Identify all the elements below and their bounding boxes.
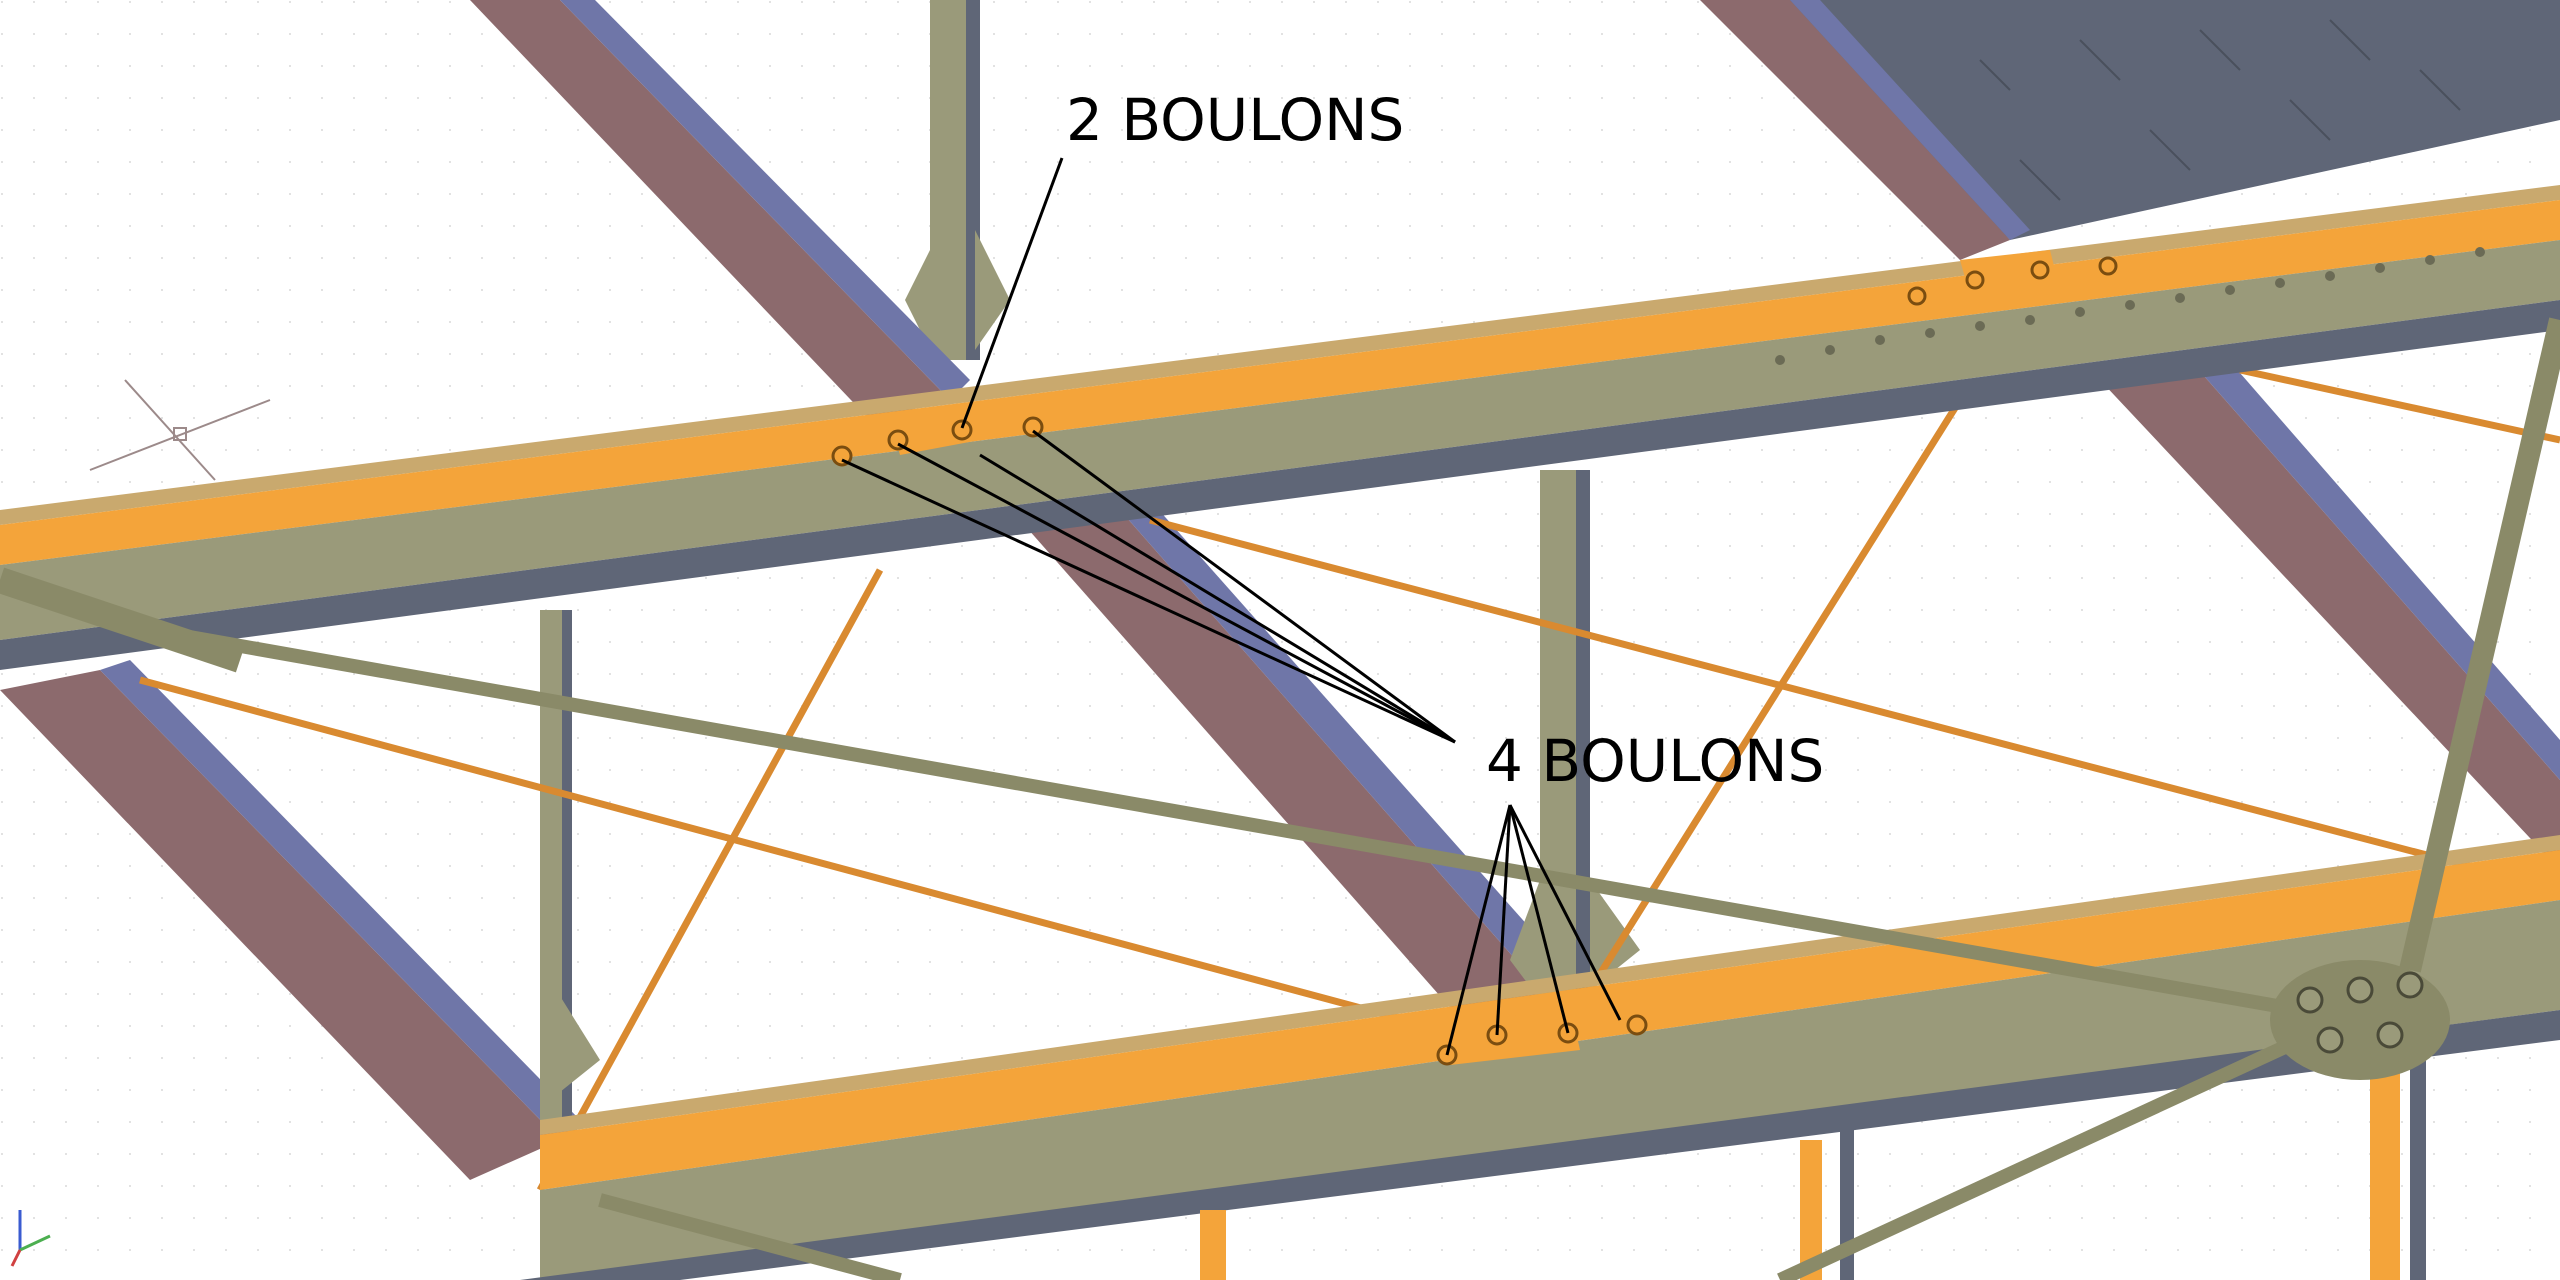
- crosshair-cursor-icon: [89, 379, 271, 481]
- leader-lines-2-boulons: [960, 157, 1064, 429]
- upper-column: [905, 0, 1010, 360]
- tie-rods: [0, 317, 2560, 1280]
- diagonal-rafters: [0, 0, 2560, 1180]
- label-4-boulons: 4 BOULONS: [1486, 727, 1824, 795]
- label-2-boulons: 2 BOULONS: [1066, 86, 1404, 154]
- bracing-rods: [139, 366, 2560, 1192]
- leader-lines-4-boulons: [841, 429, 1622, 1056]
- upper-right-connection-plate: [1907, 250, 2118, 306]
- left-column: [540, 610, 600, 1130]
- ucs-axis-icon: [10, 1210, 51, 1267]
- lower-right-columns: [1200, 1050, 2426, 1280]
- connection-node: [2270, 960, 2450, 1080]
